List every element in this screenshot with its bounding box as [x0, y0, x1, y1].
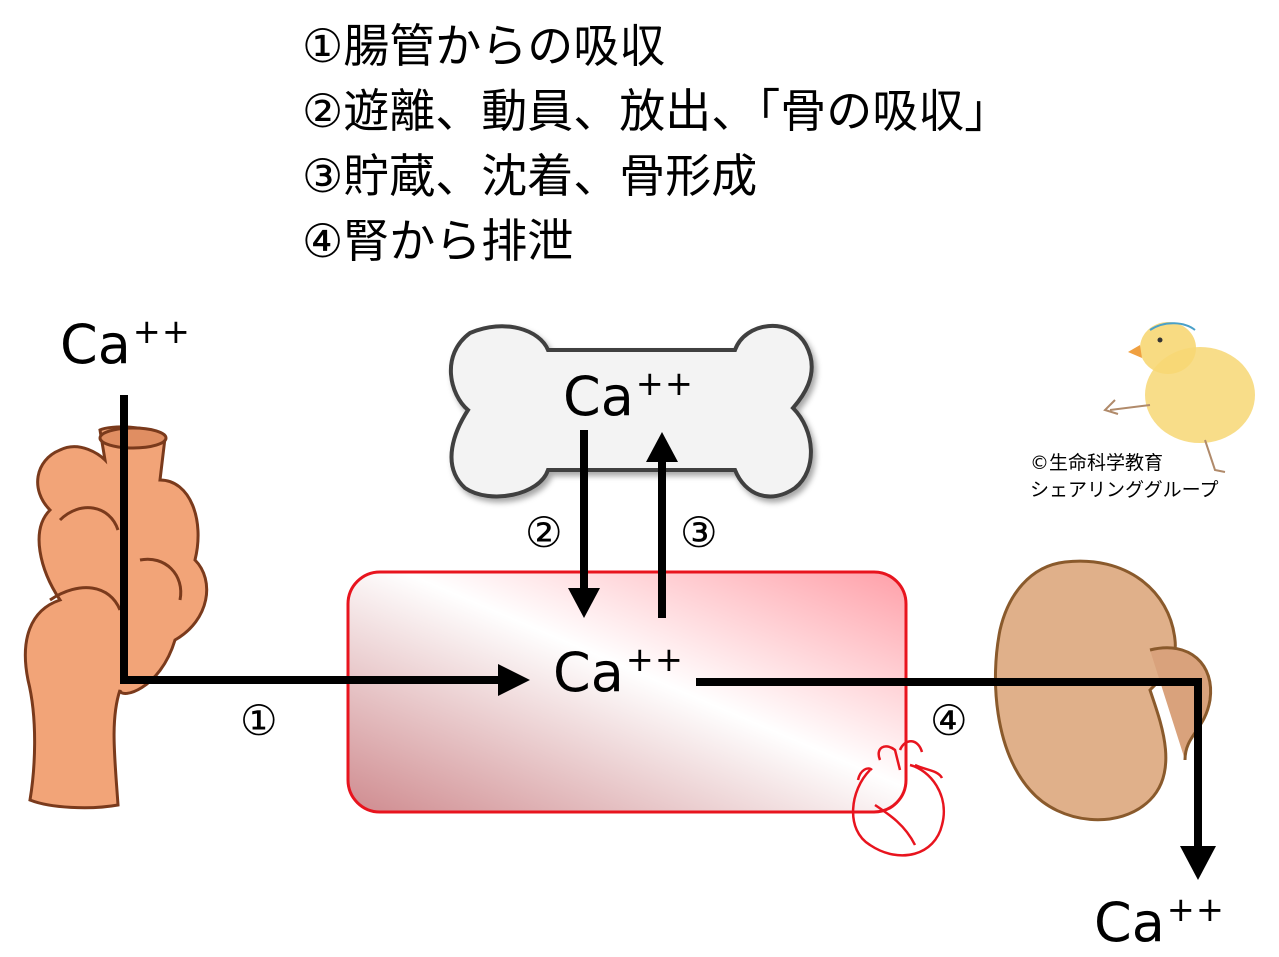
ca-label-excreted: Ca++: [1094, 890, 1225, 955]
bone-shape: [448, 323, 814, 499]
legend-item-absorption: ①腸管からの吸収: [302, 19, 666, 73]
step-label-3: ③: [680, 508, 718, 557]
arrow-absorption: [120, 395, 500, 684]
intestine-illustration: [23, 425, 209, 810]
arrow-excretion-head: [1180, 846, 1216, 880]
credit-text: ©生命科学教育 シェアリンググループ: [1030, 450, 1218, 504]
arrow-deposit-head: [646, 432, 678, 462]
step-label-2: ②: [525, 508, 563, 557]
legend-list: ①腸管からの吸収 ②遊離、動員、放出、「骨の吸収」 ③貯蔵、沈着、骨形成 ④腎か…: [302, 14, 1010, 274]
arrow-excretion: [696, 678, 1202, 850]
arrow-absorption-head: [498, 664, 530, 696]
arrows: [120, 395, 1216, 880]
chick-illustration: [1103, 322, 1255, 473]
step-label-1: ①: [240, 696, 278, 745]
kidney-illustration: [993, 559, 1213, 822]
credit-line-2: シェアリンググループ: [1030, 479, 1219, 501]
legend-item-deposit: ③貯蔵、沈着、骨形成: [302, 149, 758, 203]
step-label-4: ④: [930, 696, 968, 745]
ca-label-bone: Ca++: [563, 364, 694, 429]
legend-item-excretion: ④腎から排泄: [302, 214, 574, 268]
heart-illustration: [851, 740, 945, 857]
blood-compartment: [346, 570, 908, 814]
credit-line-1: ©生命科学教育: [1030, 452, 1164, 474]
arrow-release-head: [568, 588, 600, 618]
ca-label-intake: Ca++: [60, 312, 191, 377]
ca-label-blood: Ca++: [553, 640, 684, 705]
legend-item-release: ②遊離、動員、放出、「骨の吸収」: [302, 84, 1011, 138]
